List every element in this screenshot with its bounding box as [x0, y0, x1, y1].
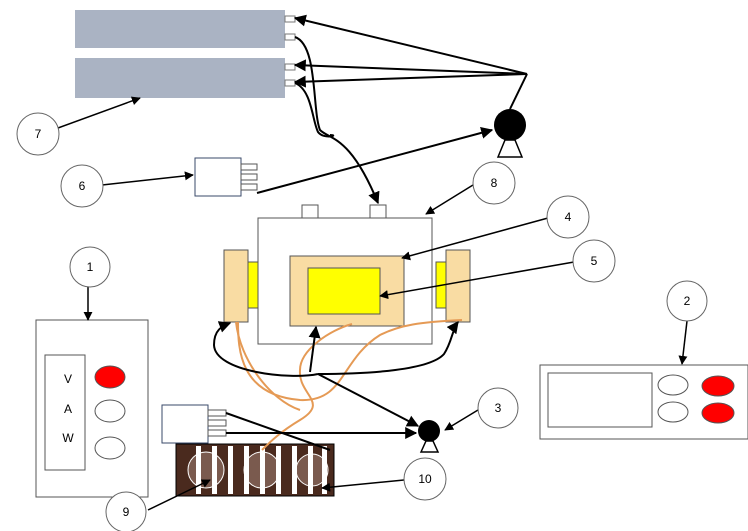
svg-text:2: 2	[684, 294, 691, 308]
controller-unit	[539, 364, 748, 440]
small-pump-icon	[418, 420, 440, 453]
meter-label-v: V	[64, 372, 72, 386]
fan-controller-box	[161, 404, 227, 444]
svg-text:9: 9	[123, 505, 130, 519]
callout-7: 7	[16, 112, 60, 156]
callout-3: 3	[477, 387, 519, 429]
chamber-port-left	[301, 204, 319, 219]
side-plate-left	[223, 249, 249, 323]
callout-2: 2	[666, 280, 708, 322]
svg-text:5: 5	[591, 254, 598, 268]
acquisition-units	[75, 10, 296, 98]
callout-5: 5	[572, 239, 616, 283]
svg-text:3: 3	[495, 401, 502, 415]
callout-1: 1	[69, 246, 111, 288]
svg-text:7: 7	[35, 127, 42, 141]
power-meter: V A W	[35, 319, 149, 498]
svg-text:8: 8	[491, 176, 498, 190]
acquisition-unit-top	[75, 10, 285, 48]
svg-text:6: 6	[79, 179, 86, 193]
chamber-port-right	[369, 204, 387, 219]
meter-label-a: A	[64, 402, 72, 416]
callout-10: 10	[403, 457, 447, 501]
callout-4: 4	[546, 195, 590, 239]
pump-icon	[494, 109, 526, 158]
fan-icon	[196, 446, 327, 494]
meter-label-w: W	[62, 431, 74, 445]
callout-8: 8	[472, 161, 516, 205]
svg-text:4: 4	[565, 210, 572, 224]
connection-lines	[212, 14, 528, 451]
svg-text:1: 1	[87, 260, 94, 274]
callout-leaders	[57, 96, 688, 511]
heatsink-icon	[175, 443, 335, 497]
vacuum-chamber	[223, 204, 471, 345]
small-controller-box	[194, 157, 258, 197]
callout-9: 9	[105, 491, 147, 531]
side-plate-right	[445, 249, 471, 323]
sample	[307, 267, 381, 315]
svg-text:10: 10	[418, 472, 432, 486]
acquisition-unit-bottom	[75, 58, 285, 98]
callout-6: 6	[60, 164, 104, 208]
